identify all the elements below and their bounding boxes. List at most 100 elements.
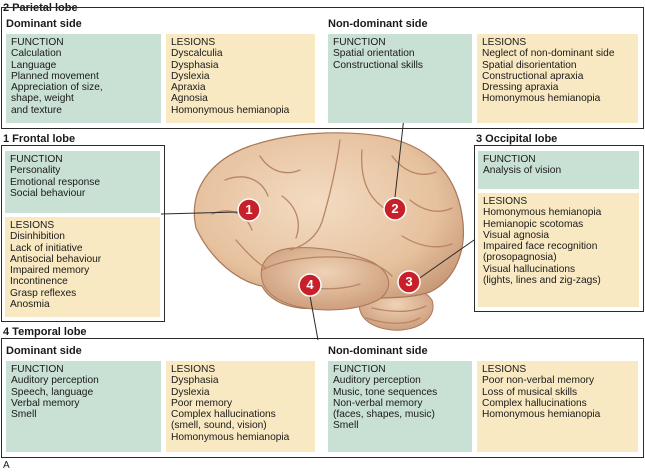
list-item: Disinhibition	[10, 231, 65, 243]
lesions-header: LESIONS	[482, 364, 527, 375]
list-item: Spatial orientation	[333, 48, 415, 60]
list-item: Impaired memory	[10, 265, 90, 277]
lesions-header: LESIONS	[171, 37, 216, 48]
occipital-title: 3 Occipital lobe	[476, 133, 558, 145]
list-item: Dysphasia	[171, 375, 219, 387]
temporal-dominant-title: Dominant side	[6, 345, 82, 357]
marker-2	[383, 197, 407, 221]
parietal-dominant-function-box: FUNCTION Calculation Language Planned mo…	[6, 34, 161, 123]
list-item: Loss of musical skills	[482, 386, 578, 398]
list-item: Complex hallucinations	[482, 397, 587, 409]
parietal-nondominant-function-box: FUNCTION Spatial orientation Constructio…	[328, 34, 472, 123]
list-item: Homonymous hemianopia	[482, 93, 601, 105]
list-item: Non-verbal memory	[333, 397, 423, 409]
list-item: Language	[11, 59, 57, 71]
lesions-header: LESIONS	[482, 37, 527, 48]
list-item: Dyslexia	[171, 70, 210, 82]
list-item: Appreciation of size,	[11, 82, 103, 94]
frontal-function-box: FUNCTION Personality Emotional response …	[5, 151, 160, 213]
list-item: Poor non-verbal memory	[482, 375, 595, 387]
list-item: Homonymous hemianopia	[483, 207, 602, 219]
list-item: (prosopagnosia)	[483, 252, 557, 264]
list-item: Homonymous hemianopia	[171, 431, 290, 443]
parietal-frame	[1, 7, 644, 129]
list-item: Complex hallucinations	[171, 409, 276, 421]
temporal-nondominant-lesions-box: LESIONS Poor non-verbal memory Loss of m…	[477, 361, 638, 452]
temporal-region	[260, 247, 389, 311]
list-item: Antisocial behaviour	[10, 253, 102, 265]
list-item: Incontinence	[10, 276, 68, 288]
list-item: Verbal memory	[11, 397, 80, 409]
function-header: FUNCTION	[483, 154, 536, 165]
list-item: Music, tone sequences	[333, 386, 438, 398]
list-item: Visual hallucinations	[483, 263, 576, 275]
frontal-title: 1 Frontal lobe	[3, 133, 76, 145]
parietal-dominant-lesions-box: LESIONS Dyscalculia Dysphasia Dyslexia A…	[166, 34, 315, 123]
function-header: FUNCTION	[11, 364, 64, 375]
list-item: Dressing apraxia	[482, 82, 559, 94]
temporal-dominant-function-box: FUNCTION Auditory perception Speech, lan…	[6, 361, 161, 452]
temporal-nondominant-function-box: FUNCTION Auditory perception Music, tone…	[328, 361, 472, 452]
temporal-frame	[1, 338, 644, 458]
list-item: Agnosia	[171, 93, 208, 105]
function-header: FUNCTION	[11, 37, 64, 48]
list-item: Speech, language	[11, 386, 94, 398]
temporal-title: 4 Temporal lobe	[3, 326, 87, 338]
leader-lines	[160, 116, 475, 341]
list-item: Auditory perception	[333, 375, 421, 387]
list-item: Homonymous hemianopia	[482, 409, 601, 421]
list-item: Constructional apraxia	[482, 70, 584, 82]
lesions-header: LESIONS	[171, 364, 216, 375]
list-item: Lack of initiative	[10, 242, 83, 254]
marker-1-label: 1	[245, 202, 253, 217]
list-item: Calculation	[11, 48, 62, 60]
list-item: shape, weight	[11, 93, 74, 105]
marker-2-label: 2	[391, 201, 399, 216]
list-item: Constructional skills	[333, 59, 424, 71]
marker-3	[397, 270, 421, 294]
list-item: Auditory perception	[11, 375, 99, 387]
frontal-frame	[1, 145, 165, 322]
list-item: Smell	[11, 409, 37, 421]
list-item: Hemianopic scotomas	[483, 218, 584, 230]
lesions-header: LESIONS	[483, 196, 528, 207]
list-item: Impaired face recognition	[483, 241, 598, 253]
list-item: Personality	[10, 165, 61, 177]
list-item: and texture	[11, 104, 62, 116]
marker-4-label: 4	[306, 277, 314, 292]
lesions-header: LESIONS	[10, 220, 55, 231]
temporal-nondominant-title: Non-dominant side	[328, 345, 428, 357]
parietal-nondominant-lesions-box: LESIONS Neglect of non-dominant side Spa…	[477, 34, 638, 123]
list-item: Social behaviour	[10, 187, 86, 199]
list-item: Apraxia	[171, 82, 206, 94]
marker-4	[298, 273, 322, 297]
function-header: FUNCTION	[10, 154, 63, 165]
marker-1	[237, 198, 261, 222]
list-item: Dyslexia	[171, 386, 210, 398]
list-item: Grasp reflexes	[10, 287, 77, 299]
list-item: Anosmia	[10, 299, 50, 311]
figure-label: A	[3, 460, 10, 471]
list-item: Visual agnosia	[483, 229, 550, 241]
occipital-lesions-box: LESIONS Homonymous hemianopia Hemianopic…	[478, 193, 639, 307]
list-item: Dysphasia	[171, 59, 219, 71]
list-item: Poor memory	[171, 397, 233, 409]
list-item: Planned movement	[11, 70, 99, 82]
frontal-lesions-box: LESIONS Disinhibition Lack of initiative…	[5, 217, 160, 317]
list-item: Smell	[333, 420, 359, 432]
marker-3-label: 3	[405, 274, 413, 289]
occipital-function-box: FUNCTION Analysis of vision	[478, 151, 639, 189]
list-item: (faces, shapes, music)	[333, 409, 435, 421]
list-item: (smell, sound, vision)	[171, 420, 267, 432]
function-header: FUNCTION	[333, 364, 386, 375]
list-item: Dyscalculia	[171, 48, 223, 60]
function-header: FUNCTION	[333, 37, 386, 48]
list-item: Homonymous hemianopia	[171, 104, 290, 116]
parietal-dominant-title: Dominant side	[6, 18, 82, 30]
list-item: (lights, lines and zig-zags)	[483, 275, 601, 287]
temporal-dominant-lesions-box: LESIONS Dysphasia Dyslexia Poor memory C…	[166, 361, 315, 452]
parietal-nondominant-title: Non-dominant side	[328, 18, 428, 30]
list-item: Spatial disorientation	[482, 59, 577, 71]
parietal-title: 2 Parietal lobe	[3, 2, 78, 14]
